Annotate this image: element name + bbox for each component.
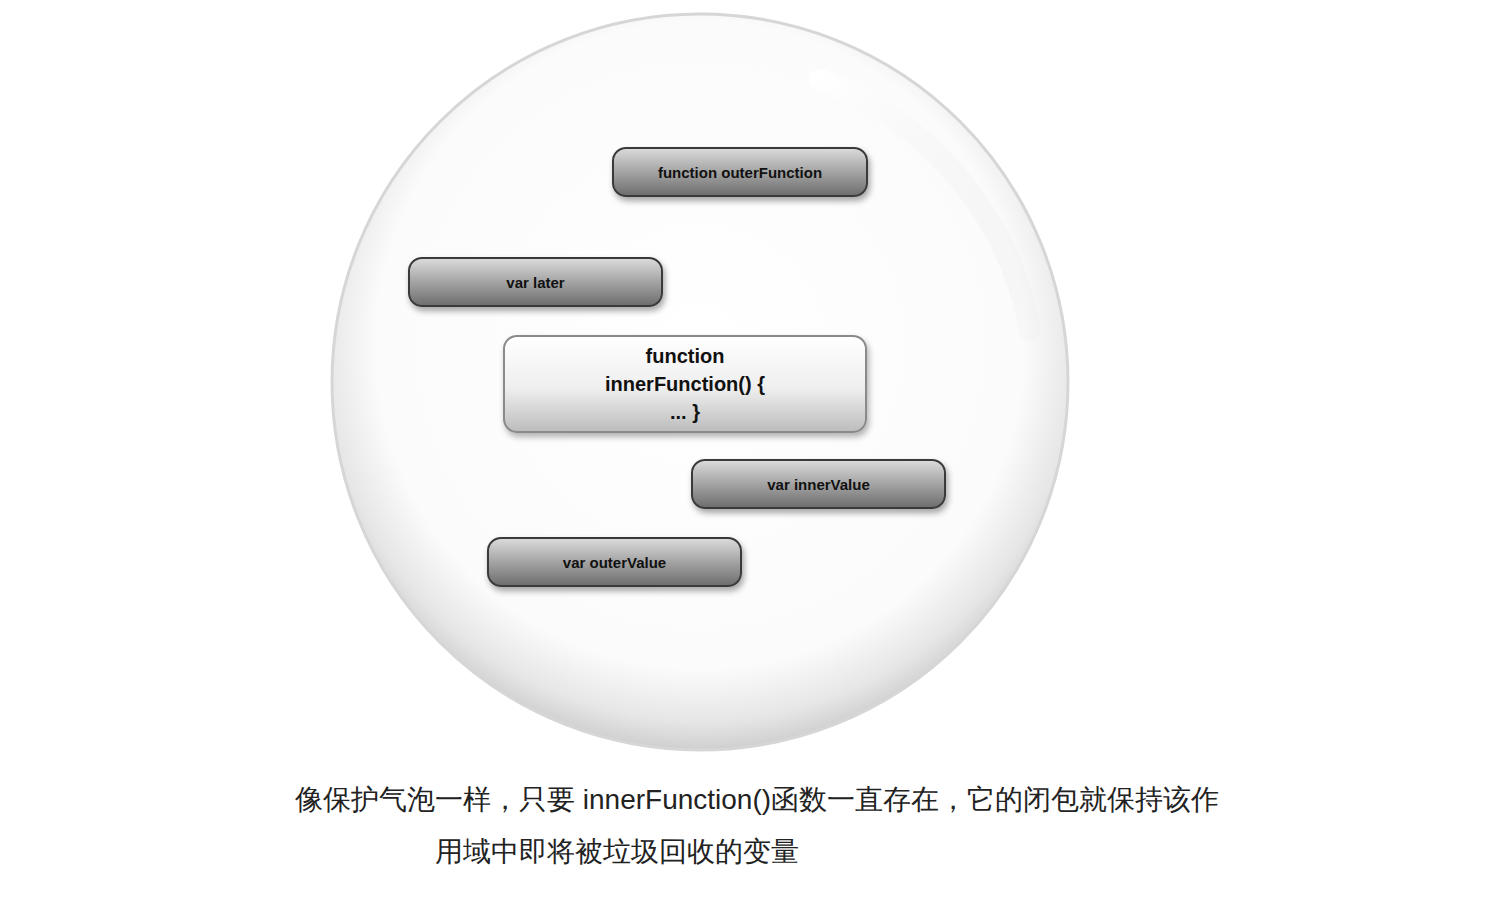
- node-label: var later: [506, 274, 564, 291]
- node-label: function outerFunction: [658, 164, 822, 181]
- node-label: var outerValue: [563, 554, 666, 571]
- node-label: var innerValue: [767, 476, 870, 493]
- bubble-highlight: [820, 80, 1030, 330]
- figure-caption: 像保护气泡一样，只要 innerFunction()函数一直存在，它的闭包就保持…: [295, 774, 1235, 878]
- variable-pill: function outerFunction: [612, 147, 868, 197]
- bubble-body: [332, 14, 1068, 750]
- variable-pill: var outerValue: [487, 537, 742, 587]
- variable-pill: var later: [408, 257, 663, 307]
- node-label: function innerFunction() { ... }: [605, 342, 765, 426]
- function-box: function innerFunction() { ... }: [503, 335, 867, 433]
- variable-pill: var innerValue: [691, 459, 946, 509]
